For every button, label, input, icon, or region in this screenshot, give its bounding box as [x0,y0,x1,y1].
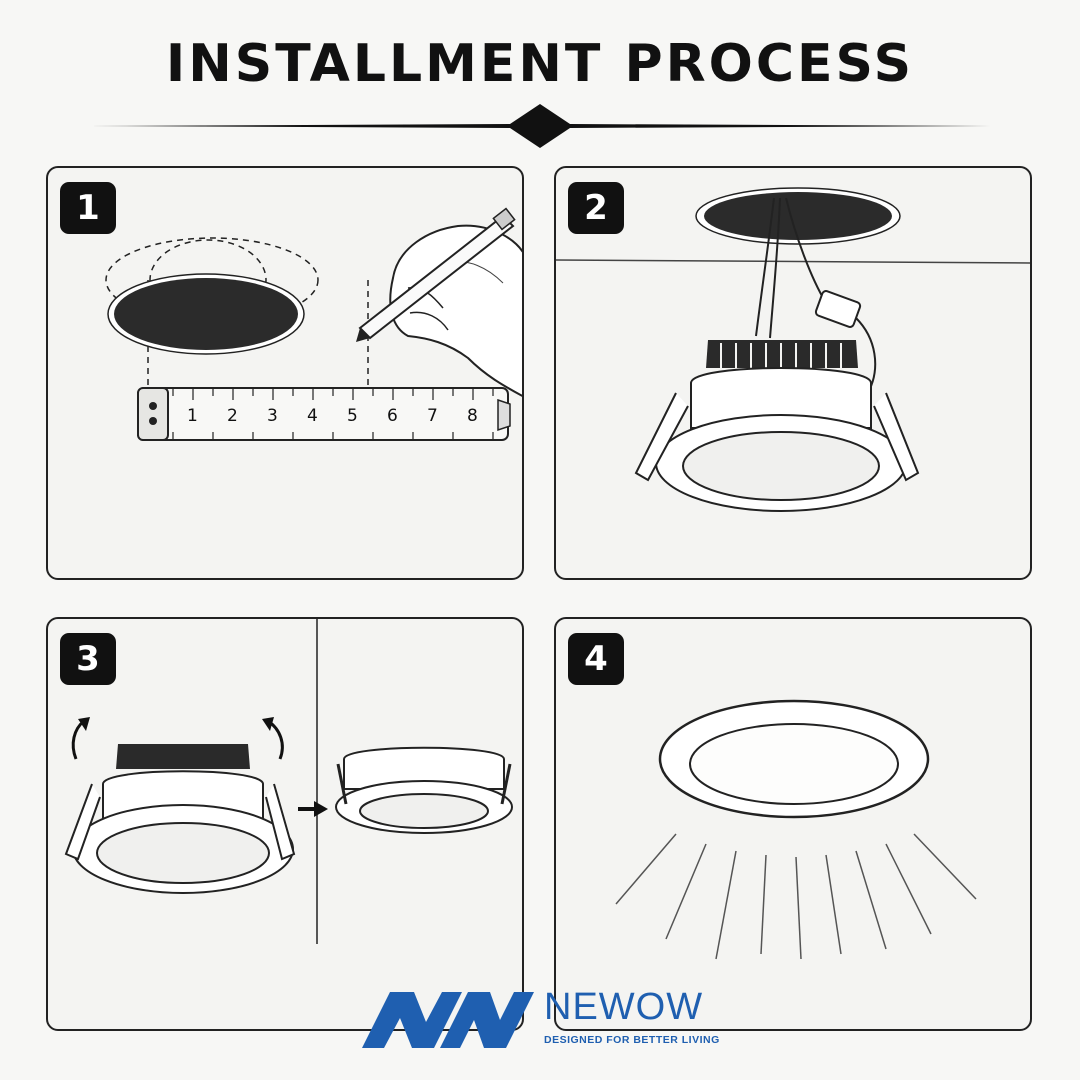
pencil-icon [356,207,516,342]
arrow-up-icon [262,717,284,760]
brand-name: NEWOW [544,986,704,1028]
ruler-tick-label: 1 [187,406,198,426]
step-number-badge: 4 [568,633,624,685]
brand-logo: NEWOW DESIGNED FOR BETTER LIVING [362,982,722,1054]
downlight-icon [634,340,920,512]
ruler-tick-label: 4 [307,406,318,426]
brand-tagline: DESIGNED FOR BETTER LIVING [544,1034,720,1046]
tape-measure-icon: 1 2 3 4 5 6 7 8 [137,387,511,441]
connect-wiring-illustration [556,187,1030,512]
ruler-tick-label: 5 [347,406,358,426]
ruler-tick-label: 3 [267,406,278,426]
light-rays-icon [615,833,977,960]
step-number-badge: 1 [60,182,116,234]
step-2-panel: 2 [554,166,1032,580]
arrow-right-icon [298,801,328,817]
ruler-tick-label: 2 [227,406,238,426]
title-divider [90,104,990,148]
light-on-illustration [615,699,977,960]
arrow-up-icon [71,717,90,760]
ruler-tick-label: 6 [387,406,398,426]
step-number-badge: 2 [568,182,624,234]
step-1-panel: 1 [46,166,524,580]
ruler-tick-label: 7 [427,406,438,426]
newow-logo-mark [362,992,534,1048]
page-title: INSTALLMENT PROCESS [165,34,915,94]
insert-fixture-illustration [64,619,513,944]
downlight-icon [335,746,513,834]
step-4-panel: 4 [554,617,1032,1031]
downlight-icon [64,744,296,894]
measure-and-mark-illustration: 1 2 3 4 5 6 7 8 [105,207,522,441]
downlight-icon [658,699,930,819]
step-3-panel: 3 [46,617,524,1031]
ruler-tick-label: 8 [467,406,478,426]
step-number-badge: 3 [60,633,116,685]
